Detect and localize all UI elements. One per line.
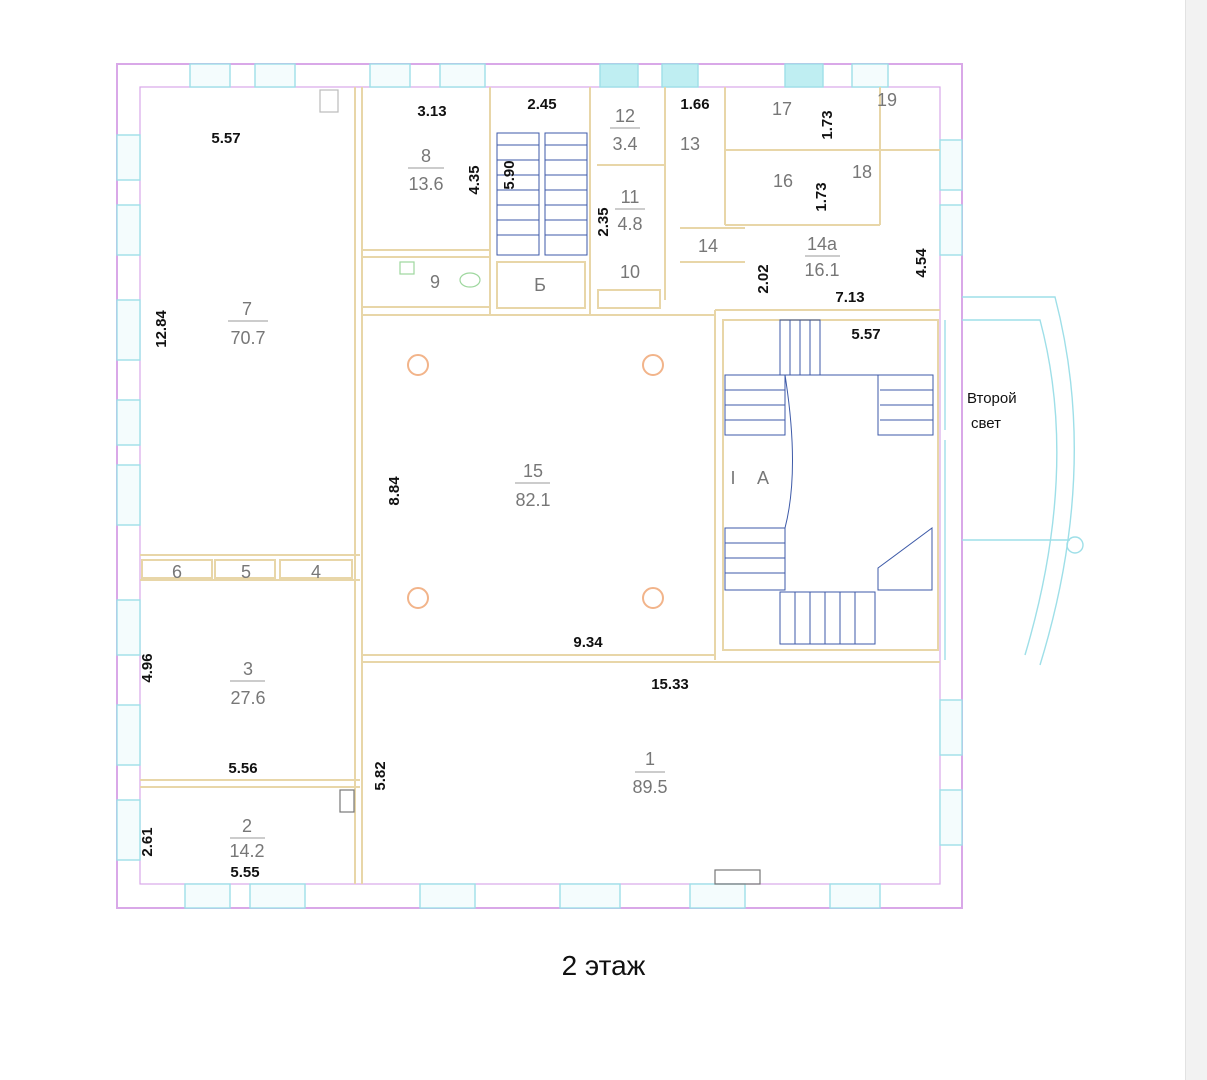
dim-room1-depth: 5.82 (372, 761, 389, 790)
room-7-area: 70.7 (230, 328, 265, 348)
dim-room7-width: 5.57 (211, 130, 240, 147)
column (407, 587, 429, 609)
bay-window (944, 296, 1084, 666)
room-labels: 1 89.5 2 14.2 3 27.6 4 5 6 7 70.7 8 13.6… (172, 90, 897, 861)
dim-room2-width: 5.55 (230, 864, 259, 881)
room-5-number: 5 (241, 562, 251, 582)
room-11-area: 4.8 (617, 214, 642, 234)
column (407, 354, 429, 376)
windows (116, 63, 963, 909)
dim-room13-width: 1.66 (680, 96, 709, 113)
room-1-number: 1 (645, 749, 655, 769)
stair-a (722, 319, 939, 651)
room-10-number: 10 (620, 262, 640, 282)
room-7-number: 7 (242, 299, 252, 319)
floor-title: 2 этаж (561, 950, 646, 981)
room-8-number: 8 (421, 146, 431, 166)
stair-b (496, 132, 588, 256)
scrollbar[interactable] (1185, 0, 1207, 1080)
dim-room3-depth: 4.96 (139, 653, 156, 682)
column (642, 354, 664, 376)
room-16-number: 16 (773, 171, 793, 191)
stair-b-label: Б (534, 275, 546, 295)
dim-room17-depth: 1.73 (819, 110, 836, 139)
stair-a-label: A (757, 468, 769, 488)
room-14-number: 14 (698, 236, 718, 256)
interior-walls (140, 87, 940, 884)
room-8-area: 13.6 (408, 174, 443, 194)
dim-east-depth: 4.54 (913, 248, 930, 278)
room-14a-area: 16.1 (804, 260, 839, 280)
dim-room15-width: 9.34 (573, 634, 603, 651)
room-12-number: 12 (615, 106, 635, 126)
stair-a-roman: I (730, 468, 735, 488)
room-1-area: 89.5 (632, 777, 667, 797)
dim-room1-width: 15.33 (651, 676, 689, 693)
dim-stairb-width: 2.45 (527, 96, 556, 113)
second-light-label-line1: Второй (967, 390, 1017, 407)
dim-room2-depth: 2.61 (139, 827, 156, 856)
dim-room11-depth: 2.35 (595, 207, 612, 236)
dim-room7-depth: 12.84 (153, 310, 170, 348)
room-15-number: 15 (523, 461, 543, 481)
room-6-number: 6 (172, 562, 182, 582)
room-4-number: 4 (311, 562, 321, 582)
room-12-area: 3.4 (612, 134, 637, 154)
fixtures (319, 89, 761, 885)
dim-room14a-width: 7.13 (835, 289, 864, 306)
dim-room8-width: 3.13 (417, 103, 446, 120)
room-19-number: 19 (877, 90, 897, 110)
dim-room14a-depth: 2.02 (755, 264, 772, 293)
dim-room15-depth: 8.84 (386, 476, 403, 506)
room-3-area: 27.6 (230, 688, 265, 708)
dim-room16-depth: 1.73 (813, 182, 830, 211)
room-2-area: 14.2 (229, 841, 264, 861)
room-18-number: 18 (852, 162, 872, 182)
room-14a-number: 14а (807, 234, 838, 254)
second-light-label-line2: свет (971, 415, 1001, 432)
room-11-number: 11 (621, 187, 640, 207)
room-9-number: 9 (430, 272, 440, 292)
column (642, 587, 664, 609)
dim-room8-depth: 4.35 (466, 165, 483, 194)
dim-stair-a-width: 5.57 (851, 326, 880, 343)
room-2-number: 2 (242, 816, 252, 836)
dim-stairb-depth: 5.90 (501, 160, 518, 189)
room-3-number: 3 (243, 659, 253, 679)
room-13-number: 13 (680, 134, 700, 154)
room-15-area: 82.1 (515, 490, 550, 510)
dimension-labels: 5.57 3.13 2.45 1.66 1.73 1.73 4.35 5.90 … (139, 96, 930, 881)
room-17-number: 17 (772, 99, 792, 119)
dim-room3-width: 5.56 (228, 760, 257, 777)
